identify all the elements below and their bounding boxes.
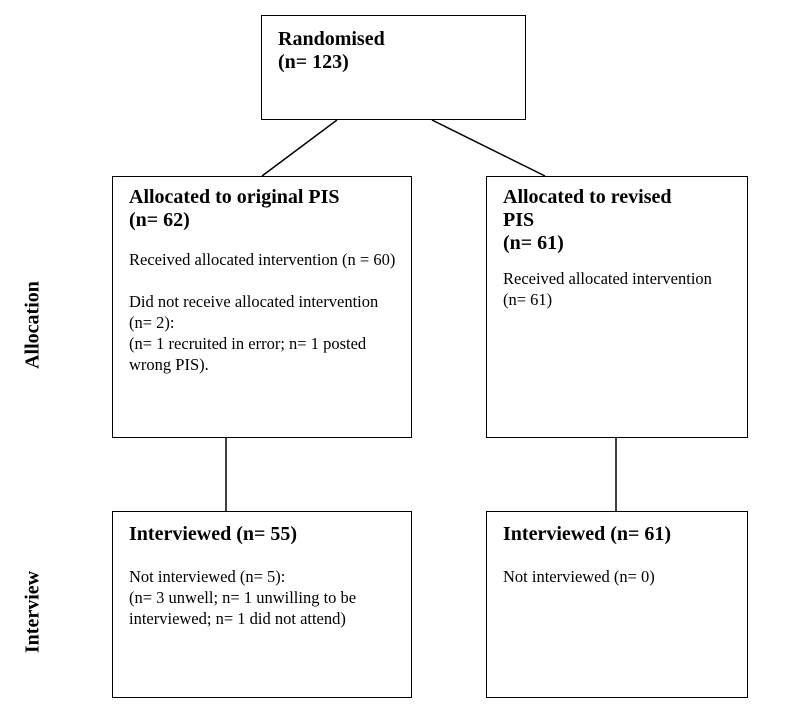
revised-pis-box: Allocated to revised PIS (n= 61) Receive…	[486, 176, 748, 438]
original-not-interviewed: Not interviewed (n= 5):	[129, 567, 286, 586]
original-interview-title: Interviewed (n= 55)	[129, 523, 298, 545]
revised-pis-title-line2: PIS	[503, 209, 535, 231]
original-pis-not-received: Did not receive allocated intervention (…	[129, 292, 379, 332]
original-pis-not-received-detail: (n= 1 recruited in error; n= 1 posted wr…	[129, 334, 367, 374]
original-not-interviewed-detail: (n= 3 unwell; n= 1 unwilling to be inter…	[129, 588, 357, 628]
original-interview-box: Interviewed (n= 55) Not interviewed (n= …	[112, 511, 412, 698]
original-pis-box: Allocated to original PIS (n= 62) Receiv…	[112, 176, 412, 438]
revised-interview-title: Interviewed (n= 61)	[503, 523, 672, 545]
revised-pis-count: (n= 61)	[503, 232, 564, 254]
revised-interview-box: Interviewed (n= 61) Not interviewed (n= …	[486, 511, 748, 698]
original-pis-title: Allocated to original PIS	[129, 186, 340, 208]
revised-not-interviewed: Not interviewed (n= 0)	[503, 567, 655, 586]
randomised-box: Randomised (n= 123)	[261, 15, 526, 120]
connector-randomised-to-original	[261, 119, 338, 177]
revised-pis-title-line1: Allocated to revised	[503, 186, 672, 208]
revised-pis-received: Received allocated intervention (n= 61)	[503, 269, 712, 309]
randomised-title: Randomised	[278, 28, 385, 50]
original-pis-count: (n= 62)	[129, 209, 190, 231]
randomised-count: (n= 123)	[278, 51, 349, 73]
stage-label-allocation: Allocation	[21, 281, 44, 369]
original-pis-received: Received allocated intervention (n = 60)	[129, 250, 396, 269]
stage-label-interview: Interview	[21, 570, 44, 654]
connector-randomised-to-revised	[431, 119, 546, 177]
